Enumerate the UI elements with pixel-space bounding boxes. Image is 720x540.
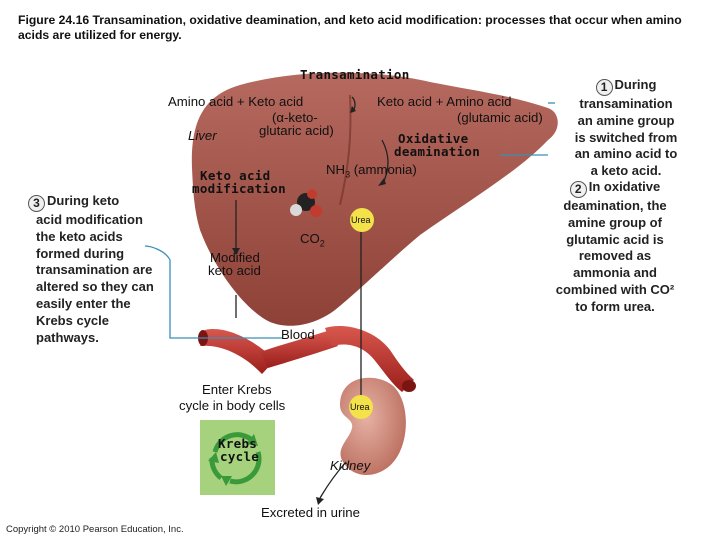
label-keto-modification-1: Keto acid [200, 168, 271, 183]
step-3-line: easily enter the [36, 295, 131, 311]
label-glutamic: (glutamic acid) [457, 110, 543, 125]
step-2-number: 2 [569, 181, 587, 198]
label-keto-amino: Keto acid + Amino acid [377, 94, 512, 109]
ammonia-molecule [290, 189, 322, 217]
label-liver: Liver [188, 128, 217, 143]
label-enter-krebs-1: Enter Krebs [202, 382, 272, 397]
step-3-line: pathways. [36, 329, 99, 345]
step-3-line: acid modification [36, 212, 143, 227]
kidney-to-urine-arrow [319, 461, 347, 499]
label-krebs-1: Krebs [218, 436, 258, 451]
leader-line-step3 [144, 245, 282, 339]
label-transamination: Transamination [300, 67, 410, 82]
step-2-line: to form urea. [575, 298, 655, 314]
label-urea-liver: Urea [351, 215, 371, 225]
label-glutaric: glutaric acid) [259, 123, 334, 138]
label-excreted: Excreted in urine [261, 505, 360, 520]
label-kidney: Kidney [330, 458, 371, 473]
label-alpha-keto: (α-keto- [272, 110, 318, 125]
label-deamination: deamination [394, 144, 481, 159]
step-3-line: transamination are [36, 262, 153, 278]
step-1-number: 1 [595, 79, 613, 96]
step-2-line: amine group of [568, 214, 662, 230]
blood-vessel-left [200, 329, 275, 374]
co2-subscript: 2 [319, 238, 325, 249]
step-3-line: the keto acids [36, 228, 123, 244]
urea-dot-kidney [349, 395, 373, 419]
label-co2: CO2 [300, 231, 325, 252]
step-3-line: formed during [36, 245, 125, 261]
figure-caption: Figure 24.16 Transamination, oxidative d… [18, 13, 682, 42]
co2-formula: CO [300, 231, 320, 246]
step-2-line: ammonia and [573, 265, 657, 281]
ammonia-formula: NH [326, 162, 346, 177]
step-3-line: Krebs cycle [36, 312, 109, 328]
step-1-line: an amino acid to [574, 146, 678, 162]
label-urea-kidney: Urea [350, 402, 370, 412]
step-1-line: an amine group [577, 112, 675, 128]
label-blood: Blood [281, 327, 315, 342]
blood-vessel-mid [260, 330, 338, 368]
step-2-line: removed as [578, 248, 652, 264]
urea-dot-liver [350, 208, 374, 232]
step-1-line: transamination [579, 96, 673, 111]
step-3-line: altered so they can [36, 279, 154, 295]
label-modified-2: keto acid [208, 263, 261, 278]
copyright-notice: Copyright © 2010 Pearson Education, Inc. [6, 524, 184, 535]
step-2-line: deamination, the [563, 198, 667, 213]
label-krebs-2: cycle [220, 449, 260, 464]
step-2-line: glutamic acid is [566, 231, 664, 247]
step-2-line: combined with CO² [555, 281, 675, 297]
label-enter-krebs-2: cycle in body cells [179, 398, 286, 413]
ammonia-name: (ammonia) [350, 162, 417, 177]
label-modified-1: Modified [210, 250, 260, 265]
blood-vessel-right [325, 326, 414, 392]
label-oxidative: Oxidative [398, 131, 469, 146]
liver-shape [191, 72, 558, 326]
step-1-line: is switched from [574, 129, 678, 145]
step-1-line: a keto acid. [590, 163, 662, 179]
ammonia-subscript: 3 [345, 169, 351, 180]
label-amino-keto: Amino acid + Keto acid [168, 94, 304, 109]
label-keto-modification-2: modification [192, 181, 286, 196]
label-ammonia: NH3 (ammonia) [326, 162, 417, 183]
step-3-number: 3 [28, 195, 45, 212]
